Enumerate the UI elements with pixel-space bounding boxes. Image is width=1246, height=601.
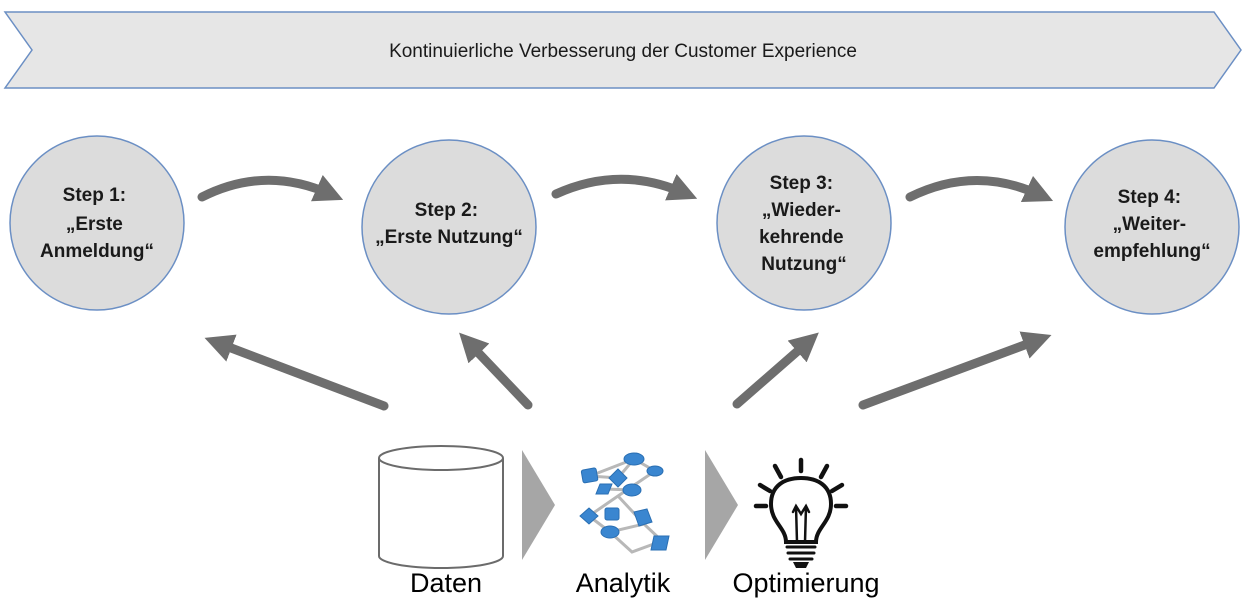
step-3-line-2: „Wieder-: [762, 200, 841, 221]
arrow-step-3-to-4: [905, 175, 1054, 203]
step-3-line-1: Step 3:: [770, 173, 833, 194]
chevron-right-icon: [522, 450, 555, 560]
step-4: Step 4: „Weiter- empfehlung“: [1064, 139, 1240, 315]
arrow-to-step-1: [204, 334, 389, 411]
step-4-circle: [1064, 139, 1240, 315]
step-1: Step 1: „Erste Anmeldung“: [9, 135, 185, 311]
step-1-line-1: Step 1:: [63, 185, 126, 206]
feedback-arrows: [204, 331, 1052, 411]
step-1-line-2: „Erste: [66, 214, 123, 235]
banner-title: Kontinuierliche Verbesserung der Custome…: [389, 41, 857, 62]
step-2-line-2: „Erste Nutzung“: [375, 227, 523, 248]
step-3-circle: [716, 135, 892, 311]
arrow-step-2-to-3: [551, 174, 698, 201]
step-3-line-4: Nutzung“: [761, 254, 846, 275]
step-2-line-1: Step 2:: [415, 200, 478, 221]
banner: Kontinuierliche Verbesserung der Custome…: [3, 11, 1242, 89]
step-1-circle: [9, 135, 185, 311]
chevron-right-icon: [705, 450, 738, 560]
step-2-label: Step 2: „Erste Nutzung“: [375, 200, 523, 248]
label-optimierung: Optimierung: [732, 568, 879, 598]
step-1-label: Step 1: „Erste Anmeldung“: [40, 185, 154, 262]
step-3: Step 3: „Wieder- kehrende Nutzung“: [716, 135, 892, 311]
step-4-label: Step 4: „Weiter- empfehlung“: [1093, 187, 1210, 262]
database-icon: [378, 445, 504, 569]
step-2-circle: [361, 139, 537, 315]
step-3-line-3: kehrende: [759, 227, 843, 248]
label-analytik: Analytik: [576, 568, 671, 598]
step-3-label: Step 3: „Wieder- kehrende Nutzung“: [759, 173, 849, 275]
arrow-to-step-2: [459, 332, 533, 410]
lightbulb-icon: [753, 457, 849, 568]
banner-shape: [3, 11, 1242, 89]
arrow-to-step-3: [732, 332, 819, 409]
arrow-step-1-to-2: [197, 174, 344, 202]
step-flow-arrows: [197, 174, 1054, 203]
step-2: Step 2: „Erste Nutzung“: [361, 139, 537, 315]
arrow-to-step-4: [858, 331, 1052, 410]
step-4-line-3: empfehlung“: [1093, 241, 1210, 262]
step-1-line-3: Anmeldung“: [40, 241, 154, 262]
label-daten: Daten: [410, 568, 482, 598]
step-4-line-1: Step 4:: [1118, 187, 1181, 208]
step-4-line-2: „Weiter-: [1113, 214, 1187, 235]
analytics-network-icon: [579, 452, 670, 554]
